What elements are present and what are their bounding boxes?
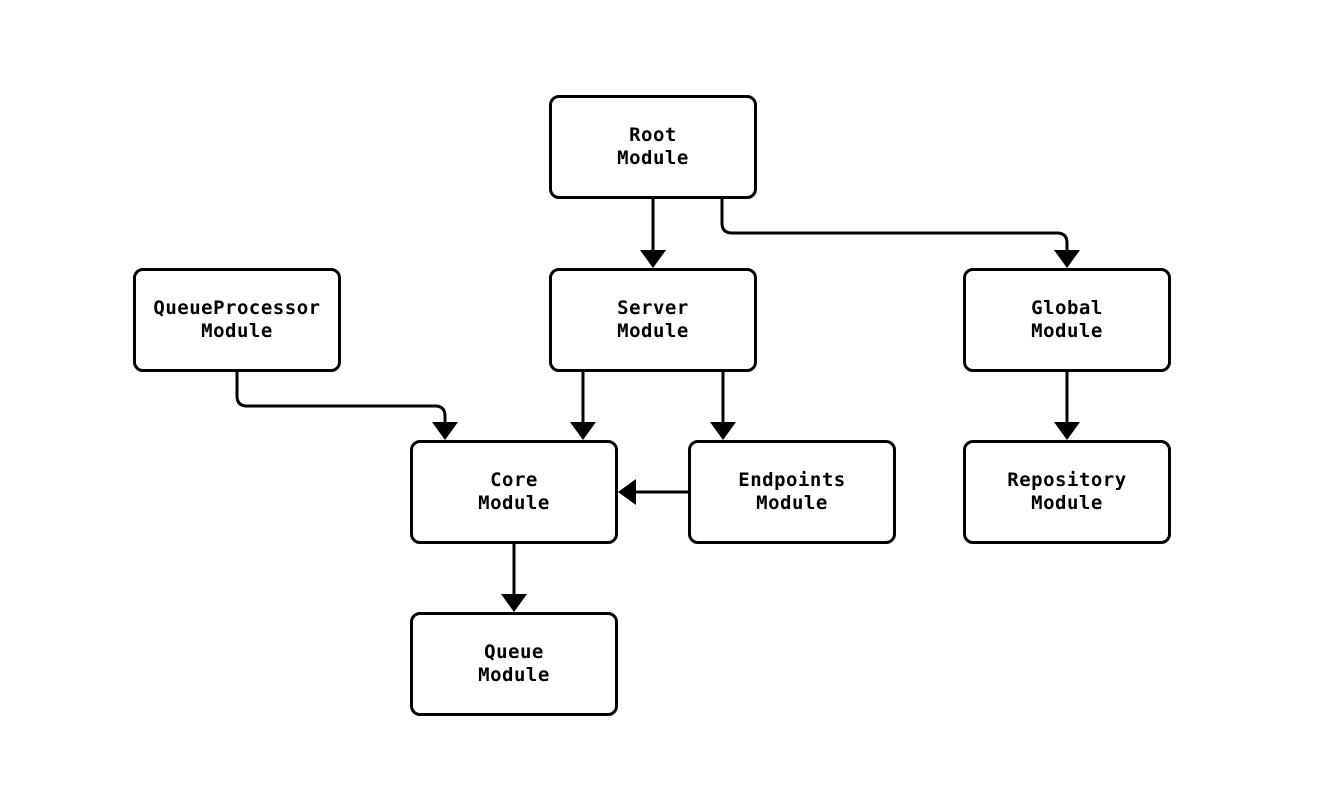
node-core-module: Core Module [410, 440, 618, 544]
node-queueprocessor-line1: QueueProcessor [153, 297, 321, 319]
arrowhead-endpoints-core [618, 479, 636, 505]
node-global-line2: Module [1031, 320, 1103, 342]
node-endpoints-line1: Endpoints [738, 469, 846, 491]
node-queue-line1: Queue [484, 641, 544, 663]
node-server-module: Server Module [549, 268, 757, 372]
node-queue-module: Queue Module [410, 612, 618, 716]
node-global-module: Global Module [963, 268, 1171, 372]
arrowhead-server-endpoints [710, 422, 736, 440]
node-queueprocessor-module: QueueProcessor Module [133, 268, 341, 372]
arrowhead-root-global [1054, 250, 1080, 268]
node-global-line1: Global [1031, 297, 1103, 319]
arrowhead-core-queue [501, 594, 527, 612]
edge-root-global [720, 199, 1069, 250]
node-repository-line2: Module [1031, 492, 1103, 514]
node-queue-line2: Module [478, 664, 550, 686]
node-endpoints-line2: Module [756, 492, 828, 514]
arrowhead-global-repository [1054, 422, 1080, 440]
arrowhead-server-core [570, 422, 596, 440]
node-root-line2: Module [617, 147, 689, 169]
node-repository-module: Repository Module [963, 440, 1171, 544]
arrowhead-root-server [640, 250, 666, 268]
node-root-line1: Root [629, 124, 677, 146]
node-server-line2: Module [617, 320, 689, 342]
edge-queueprocessor-core [235, 372, 447, 422]
node-queueprocessor-line2: Module [201, 320, 273, 342]
node-core-line1: Core [490, 469, 538, 491]
node-endpoints-module: Endpoints Module [688, 440, 896, 544]
node-server-line1: Server [617, 297, 689, 319]
node-repository-line1: Repository [1007, 469, 1127, 491]
arrowhead-queueprocessor-core [432, 422, 458, 440]
node-core-line2: Module [478, 492, 550, 514]
node-root-module: Root Module [549, 95, 757, 199]
